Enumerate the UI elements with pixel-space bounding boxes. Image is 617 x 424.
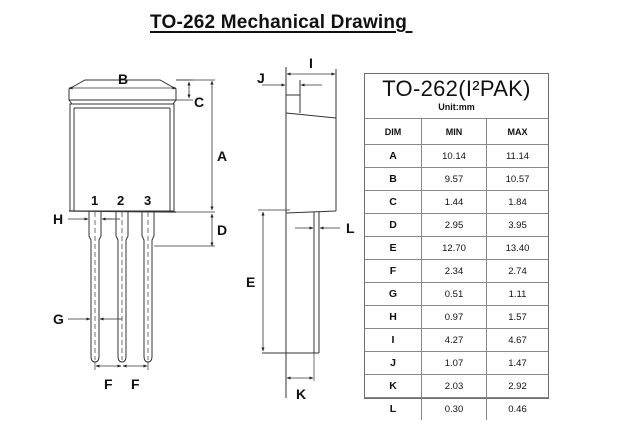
dim-cell: G (365, 282, 422, 306)
min-cell: 4.27 (421, 328, 487, 352)
min-cell: 2.95 (421, 213, 487, 237)
dim-cell: K (365, 374, 422, 398)
label-f-2: F (131, 376, 140, 392)
max-cell: 2.74 (486, 259, 548, 283)
max-cell: 1.47 (486, 351, 548, 375)
min-cell: 2.03 (421, 374, 487, 398)
label-c: C (194, 94, 204, 110)
dim-cell: H (365, 305, 422, 329)
min-cell: 12.70 (421, 236, 487, 260)
pin-1-label: 1 (91, 193, 98, 208)
max-cell: 3.95 (486, 213, 548, 237)
dim-cell: I (365, 328, 422, 352)
drawing-title: TO-262 Mechanical Drawing (150, 12, 413, 33)
label-g: G (53, 311, 64, 327)
max-cell: 0.46 (486, 397, 548, 420)
min-cell: 0.51 (421, 282, 487, 306)
label-i: I (309, 55, 313, 71)
pin-2-label: 2 (117, 193, 124, 208)
col-min: MIN (421, 119, 487, 145)
max-cell: 13.40 (486, 236, 548, 260)
column-headers: DIM MIN MAX (365, 119, 548, 145)
min-cell: 9.57 (421, 167, 487, 191)
label-f-1: F (104, 376, 113, 392)
max-cell: 10.57 (486, 167, 548, 191)
side-view (258, 67, 340, 398)
package-name: TO-262(I²PAK) (382, 76, 531, 101)
dim-cell: L (365, 397, 422, 420)
max-cell: 1.57 (486, 305, 548, 329)
pin-3-label: 3 (144, 193, 151, 208)
table-header: TO-262(I²PAK) Unit:mm (365, 74, 548, 119)
dim-cell: C (365, 190, 422, 214)
label-j: J (257, 70, 265, 86)
min-cell: 0.97 (421, 305, 487, 329)
dim-cell: A (365, 144, 422, 168)
label-l: L (346, 220, 355, 236)
dim-cell: J (365, 351, 422, 375)
col-dim: DIM (365, 119, 422, 145)
min-cell: 1.44 (421, 190, 487, 214)
front-view (68, 79, 215, 370)
label-k: K (296, 386, 306, 402)
max-cell: 1.84 (486, 190, 548, 214)
min-cell: 1.07 (421, 351, 487, 375)
side-view-labels: I J L E K (246, 55, 355, 402)
min-cell: 0.30 (421, 397, 487, 420)
max-cell: 4.67 (486, 328, 548, 352)
dim-cell: F (365, 259, 422, 283)
label-b: B (118, 71, 128, 87)
min-cell: 10.14 (421, 144, 487, 168)
dim-cell: E (365, 236, 422, 260)
min-cell: 2.34 (421, 259, 487, 283)
dim-cell: B (365, 167, 422, 191)
label-e: E (246, 274, 255, 290)
max-cell: 1.11 (486, 282, 548, 306)
dim-cell: D (365, 213, 422, 237)
pin-leads (88, 212, 155, 363)
max-cell: 11.14 (486, 144, 548, 168)
label-a: A (217, 148, 227, 164)
col-max: MAX (486, 119, 548, 145)
max-cell: 2.92 (486, 374, 548, 398)
unit-label: Unit:mm (438, 102, 475, 112)
label-h: H (53, 211, 63, 227)
label-d: D (217, 222, 227, 238)
front-view-labels: B C A D H G F F 1 2 3 (53, 71, 227, 392)
